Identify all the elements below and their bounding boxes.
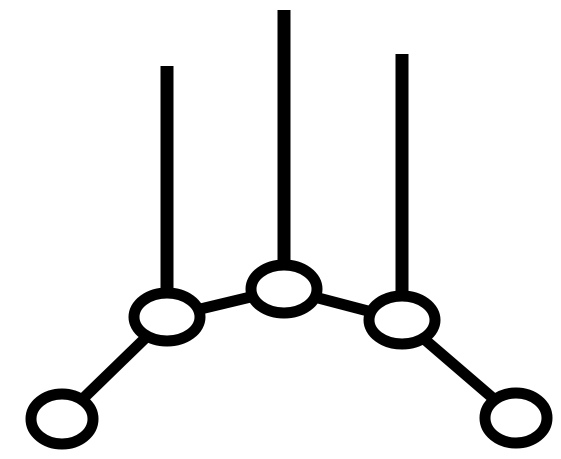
mid-left-node — [128, 287, 206, 347]
top-center-node — [245, 259, 323, 319]
diagram-nodes — [25, 259, 553, 450]
vertical-lines — [160, 10, 409, 291]
bottom-left-node — [25, 388, 99, 450]
bottom-right-node — [479, 387, 553, 449]
mid-right-node — [363, 290, 441, 350]
